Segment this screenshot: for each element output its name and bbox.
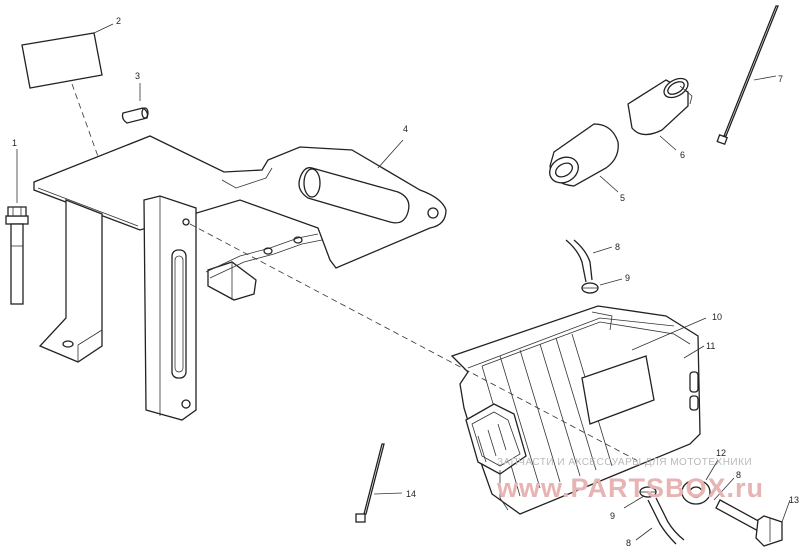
callout-5: 5 [620, 193, 625, 203]
callout-8-upper: 8 [615, 242, 620, 252]
callout-11: 11 [706, 341, 715, 351]
part-9-clamp-lower [623, 486, 657, 509]
callout-8-lower: 8 [626, 538, 631, 548]
callout-3: 3 [135, 71, 140, 81]
part-14-cable-tie [355, 443, 403, 523]
callout-13: 13 [789, 495, 799, 505]
part-8-spacer-right [713, 477, 735, 501]
part-8-hose-lower [635, 497, 685, 545]
part-9-clamp-upper [581, 278, 623, 294]
part-11-ecu [450, 305, 705, 515]
part-4-bracket [33, 135, 447, 421]
part-1-bolt [5, 149, 29, 305]
callout-1: 1 [12, 138, 17, 148]
watermark-brand: www.PARTSBOX.ru [496, 473, 764, 503]
callout-10: 10 [712, 312, 722, 322]
part-13-bolt [715, 499, 791, 547]
part-6-cup [627, 77, 693, 151]
alignment-line [189, 223, 641, 463]
watermark-tagline: ЗАПЧАСТИ И АКСЕССУАРЫ ДЛЯ МОТОТЕХНИКИ [497, 457, 752, 468]
callout-9-upper: 9 [625, 273, 630, 283]
part-3-spacer [121, 83, 149, 124]
part-7-cable-tie [716, 5, 779, 146]
part-5-sleeve [549, 123, 619, 193]
part-12-washer [681, 459, 719, 505]
callout-2: 2 [116, 16, 121, 26]
callout-12: 12 [716, 448, 726, 458]
callout-14: 14 [406, 489, 416, 499]
part-8-hose-upper [565, 239, 613, 283]
callout-6: 6 [680, 150, 685, 160]
part-2-decal [21, 23, 114, 163]
callout-7: 7 [778, 74, 783, 84]
callout-8-right: 8 [736, 470, 741, 480]
callout-4: 4 [403, 124, 408, 134]
part-10-label [631, 317, 707, 351]
callout-9-lower: 9 [610, 511, 615, 521]
